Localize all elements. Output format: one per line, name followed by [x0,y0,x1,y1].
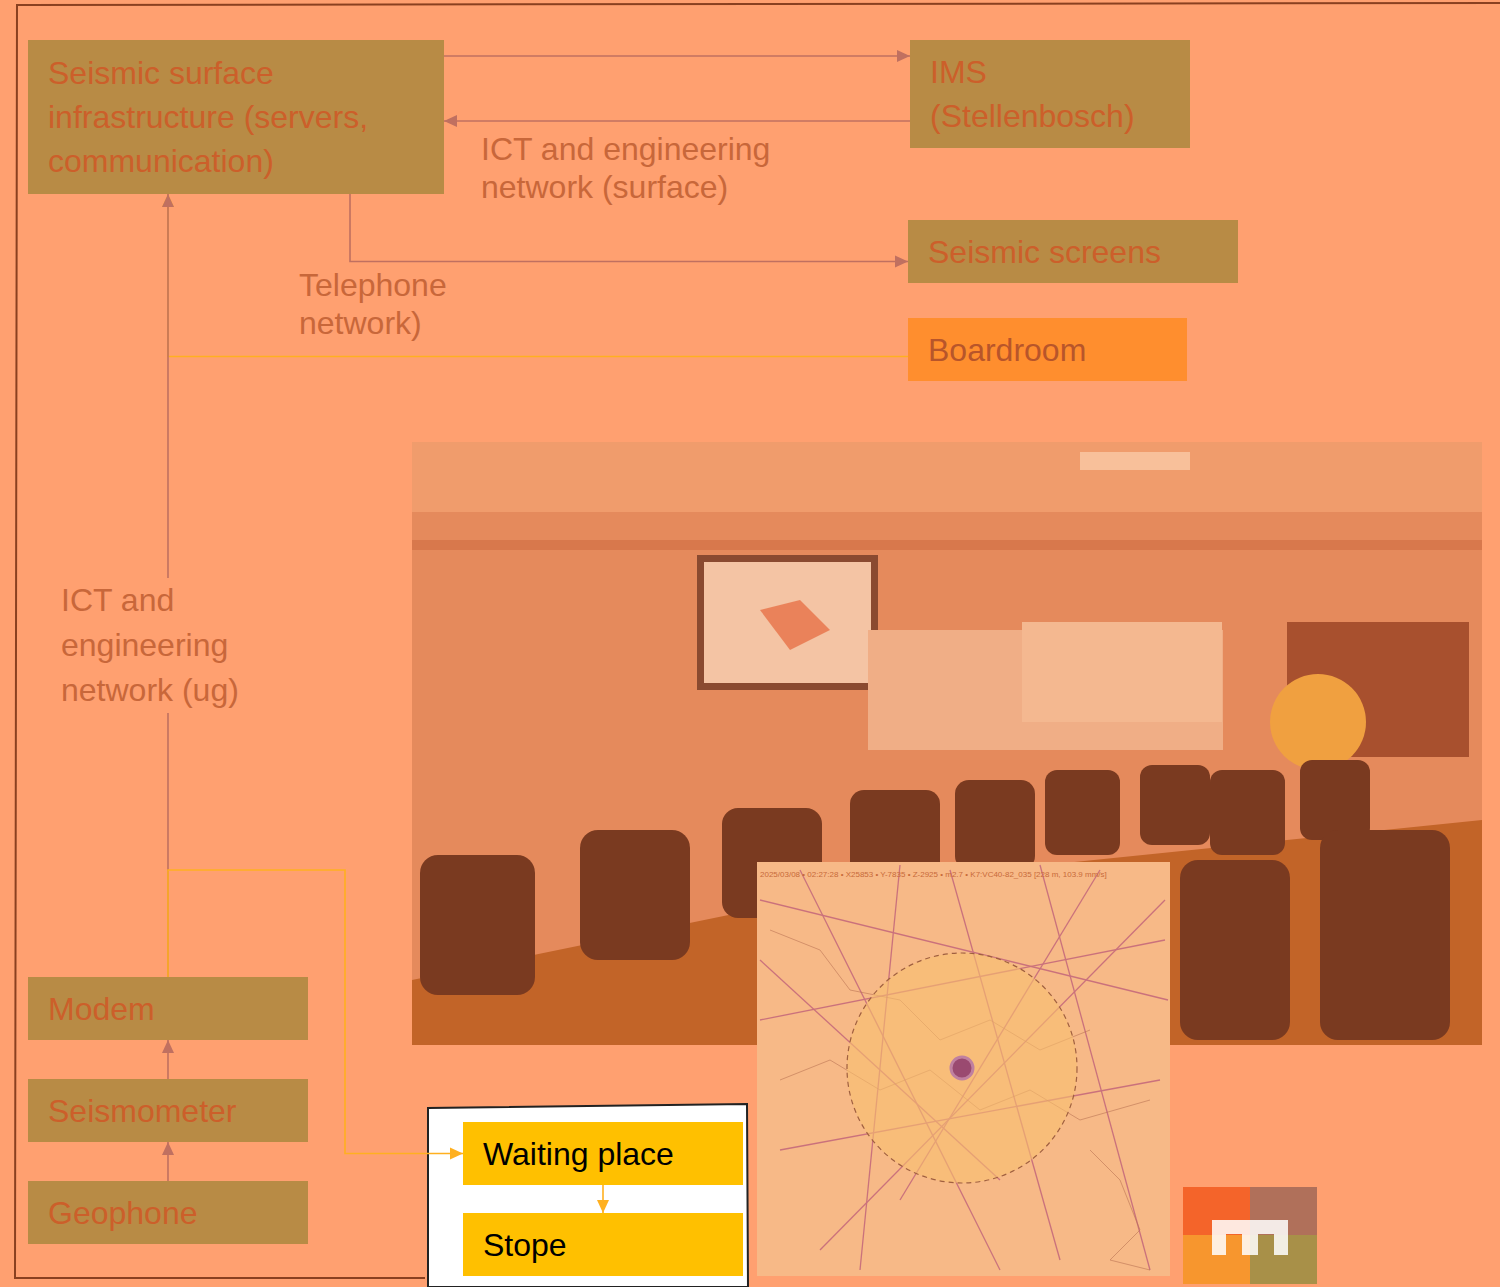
location-box: Waiting place [463,1122,743,1185]
connector [602,1185,604,1213]
edge-label: ICT and engineering network (ug) [58,578,273,713]
connector [167,1040,169,1079]
connector [168,194,908,357]
map-caption: 2025/03/08 • 02:27:28 • X25853 • Y-7835 … [760,870,1107,880]
connector [167,1142,169,1181]
room-box: Boardroom [908,318,1187,381]
display-box: Seismic screens [908,220,1238,283]
process-box: Seismic surface infrastructure (servers,… [28,40,444,194]
node-text: Boardroom [928,328,1175,372]
device-box: Modem [28,977,308,1040]
outer-border [15,3,1500,1278]
node-text: IMS (Stellenbosch) [930,50,1178,138]
connector [444,55,910,57]
edge-label: Telephone network) [296,266,496,342]
node-text: Seismometer [48,1089,296,1133]
location-box: Stope [463,1213,743,1276]
white-panel [428,1104,748,1287]
device-box: Geophone [28,1181,308,1244]
system-box: IMS (Stellenbosch) [910,40,1190,148]
connector [444,120,910,122]
device-box: Seismometer [28,1079,308,1142]
edge-label: ICT and engineering network (surface) [478,130,798,206]
node-text: Stope [483,1223,731,1267]
logo [1183,1187,1317,1284]
node-text: Geophone [48,1191,296,1235]
seismic-map [757,862,1170,1276]
node-text: Modem [48,987,296,1031]
node-text: Seismic surface infrastructure (servers,… [48,51,432,183]
node-text: Waiting place [483,1132,731,1176]
node-text: Seismic screens [928,230,1226,274]
